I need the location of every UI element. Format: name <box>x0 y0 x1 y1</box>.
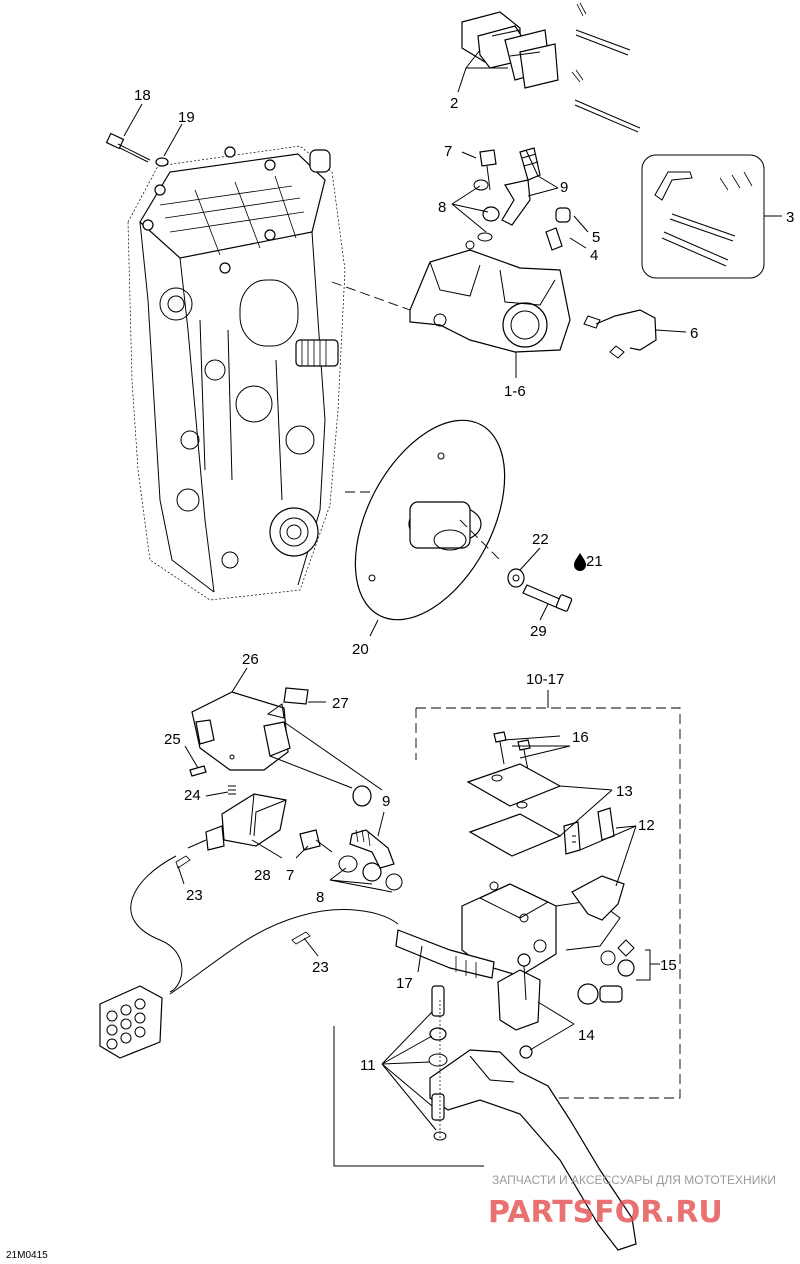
callout-15: 15 <box>660 957 677 974</box>
callout-22: 22 <box>532 531 549 548</box>
callout-26: 26 <box>242 651 259 668</box>
callout-9-top: 9 <box>560 179 568 196</box>
callout-23-middle: 23 <box>312 959 329 976</box>
callout-12: 12 <box>638 817 655 834</box>
bolt-18 <box>105 132 151 163</box>
master-cylinder-kit-box <box>415 707 681 1099</box>
callout-20: 20 <box>352 641 369 658</box>
reservoir-cover-13 <box>466 763 562 857</box>
callout-29: 29 <box>530 623 547 640</box>
callout-3: 3 <box>786 209 794 226</box>
callout-14: 14 <box>578 1027 595 1044</box>
washer-22 <box>507 568 525 588</box>
washer-19 <box>155 157 169 167</box>
washers-8-lower <box>338 855 403 891</box>
callout-13: 13 <box>616 783 633 800</box>
brake-caliper <box>331 240 571 353</box>
callout-6: 6 <box>690 325 698 342</box>
callout-10-17: 10-17 <box>526 671 564 688</box>
callout-24: 24 <box>184 787 201 804</box>
screws-16 <box>493 731 531 771</box>
callout-23-left: 23 <box>186 887 203 904</box>
callout-labels: 2 3 4 5 6 1-6 7 8 9 18 19 20 21 22 29 26… <box>134 87 794 1074</box>
connector-plug <box>99 985 163 1059</box>
lever-hardware-11 <box>428 985 448 1141</box>
callout-11: 11 <box>360 1057 376 1074</box>
pin-kit-3 <box>641 154 765 279</box>
pivot-14 <box>497 953 623 1059</box>
watermark-logo: PARTSFOR.RU <box>488 1195 723 1230</box>
callout-18: 18 <box>134 87 151 104</box>
callout-21: 21 <box>586 553 603 570</box>
brake-disc-20 <box>345 419 506 621</box>
hose-fitting-9-top <box>501 147 541 226</box>
callout-16: 16 <box>572 729 589 746</box>
bleed-screw-4 <box>545 227 563 251</box>
wiring-harness <box>130 855 399 995</box>
callout-19: 19 <box>178 109 195 126</box>
decal-27 <box>266 687 309 719</box>
watermark: ЗАПЧАСТИ И АКСЕССУАРЫ ДЛЯ МОТОТЕХНИКИ PA… <box>488 1173 776 1230</box>
switch-28 <box>187 793 287 851</box>
callout-28: 28 <box>254 867 271 884</box>
callout-5: 5 <box>592 229 600 246</box>
banjo-bolt-7-top <box>473 149 500 242</box>
switch-housing-26 <box>191 691 383 807</box>
callout-2: 2 <box>450 95 458 112</box>
callout-9-lower: 9 <box>382 793 390 810</box>
banjo-bolt-7-lower <box>299 829 333 853</box>
hose-fitting-9-lower <box>349 829 395 869</box>
sight-glass-15 <box>600 939 635 977</box>
oil-drop-icon <box>574 553 586 571</box>
gearbox-housing <box>127 145 346 601</box>
bolt-29 <box>522 584 573 612</box>
clamp-12 <box>563 807 625 921</box>
drawing-code: 21M0415 <box>6 1250 48 1261</box>
callout-17: 17 <box>396 975 413 992</box>
callout-8-lower: 8 <box>316 889 324 906</box>
callout-8-top: 8 <box>438 199 446 216</box>
pad-pins <box>571 2 641 133</box>
callout-7-top: 7 <box>444 143 452 160</box>
brake-line-6 <box>583 309 657 359</box>
callout-25: 25 <box>164 731 181 748</box>
piston-17 <box>395 929 495 979</box>
screw-25 <box>189 765 207 777</box>
leader-lines <box>123 49 782 1131</box>
spring-24 <box>228 785 236 795</box>
master-cylinder-body <box>461 881 621 977</box>
callout-7-lower: 7 <box>286 867 294 884</box>
watermark-tagline: ЗАПЧАСТИ И АКСЕССУАРЫ ДЛЯ МОТОТЕХНИКИ <box>492 1173 776 1187</box>
bleed-cap-5 <box>555 207 571 223</box>
callout-1-6: 1-6 <box>504 383 526 400</box>
brake-lever <box>429 1049 637 1251</box>
brake-pads-2 <box>461 11 559 89</box>
callout-27: 27 <box>332 695 349 712</box>
kit-bracket-lower <box>333 1000 484 1167</box>
callout-4: 4 <box>590 247 598 264</box>
